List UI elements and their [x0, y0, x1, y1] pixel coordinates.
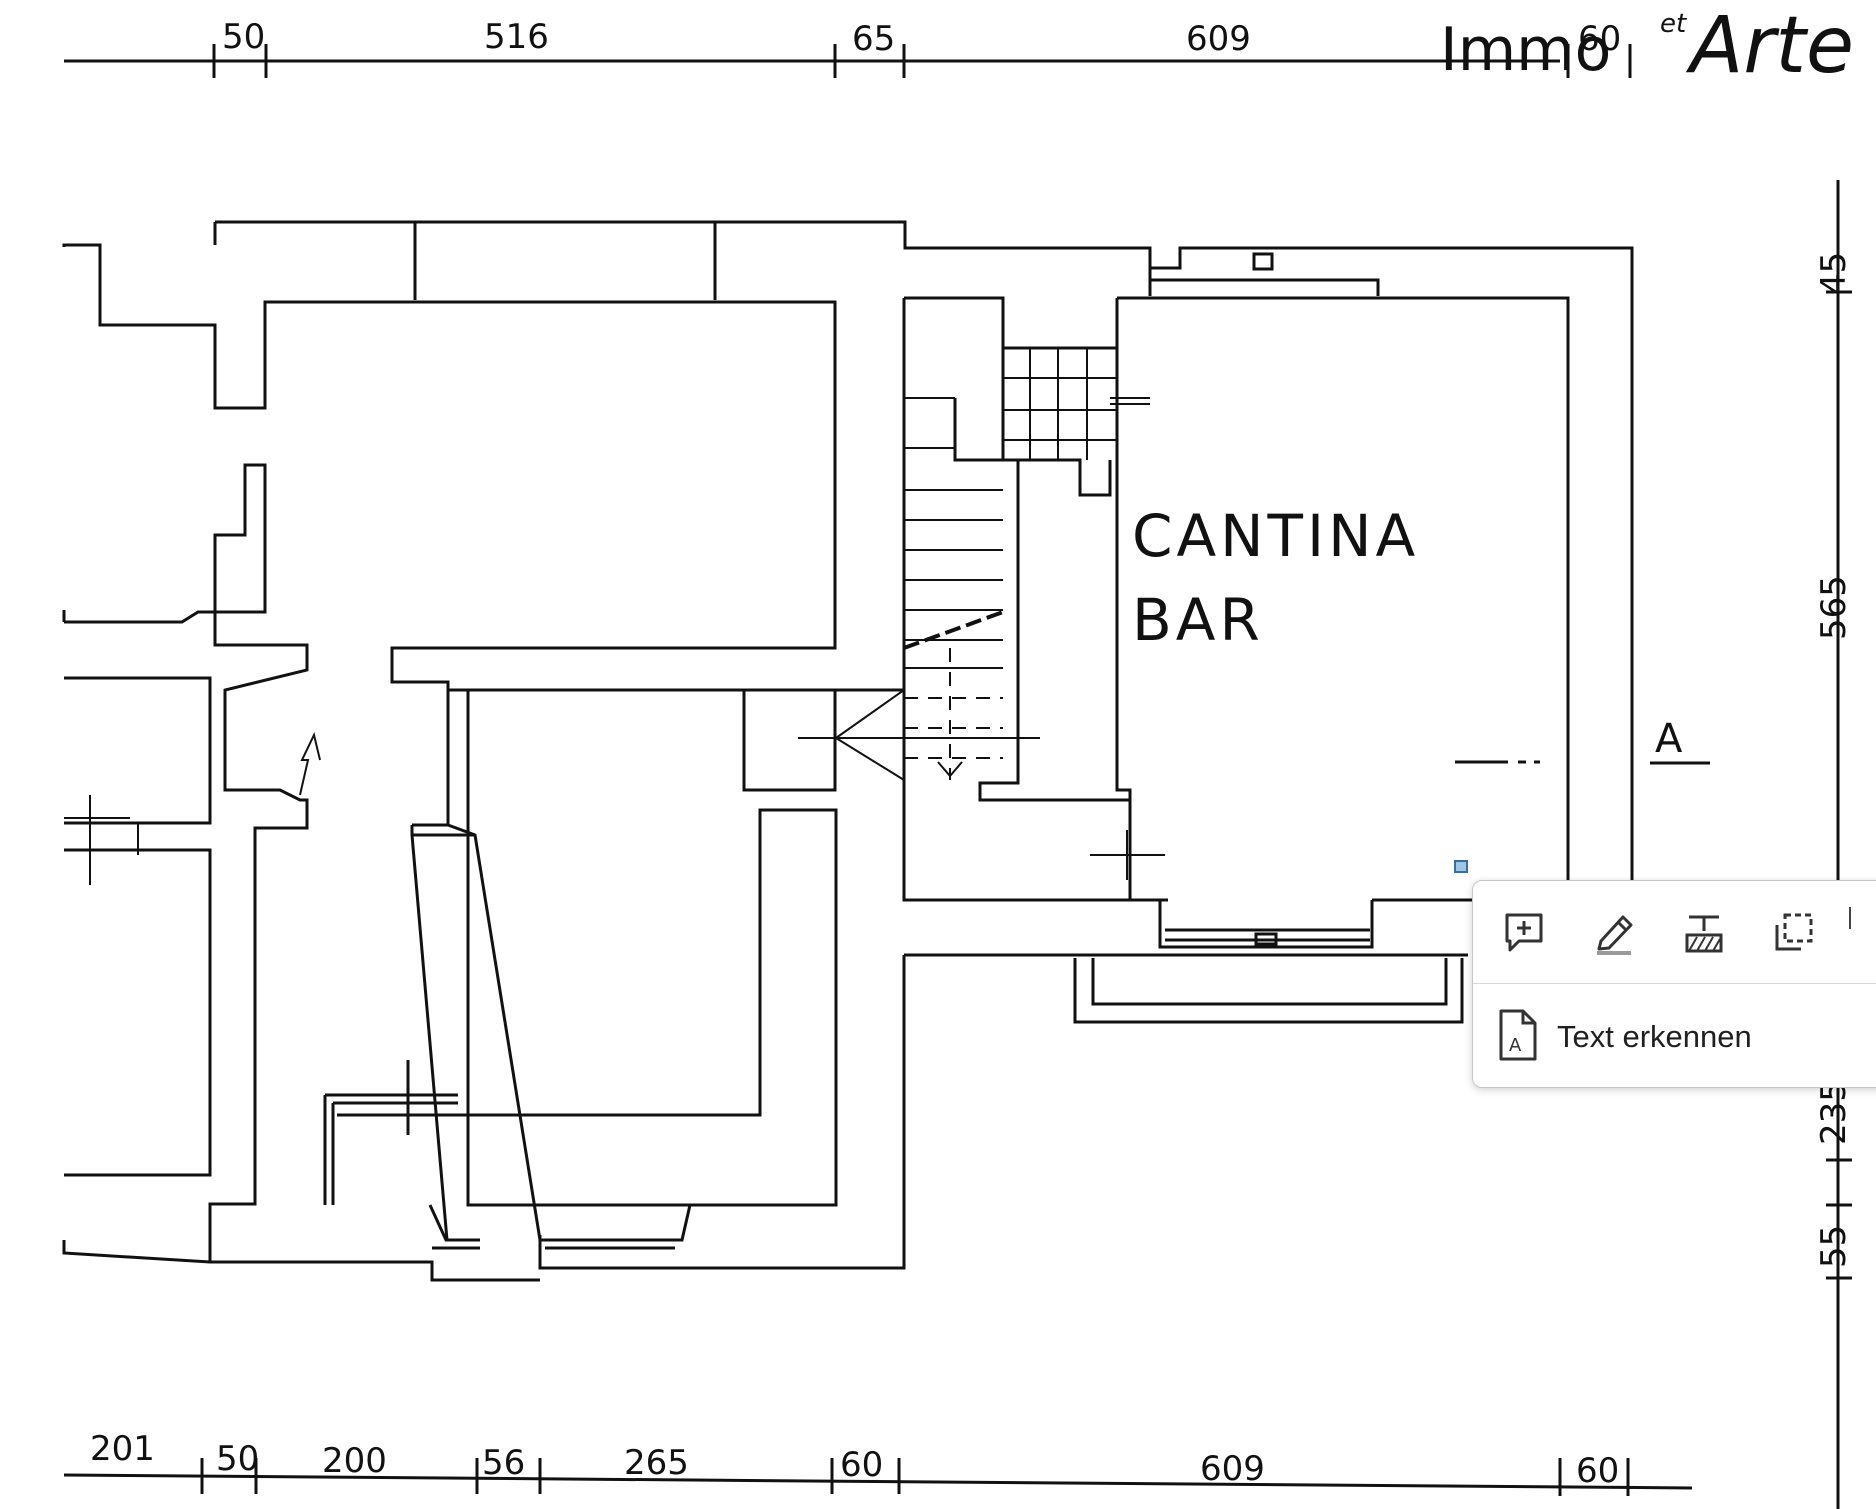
dim-top: 65: [852, 19, 895, 59]
text-recognition-item[interactable]: A Text erkennen: [1495, 1007, 1876, 1063]
dim-right: 565: [1814, 575, 1854, 640]
dim-top: 609: [1186, 19, 1251, 59]
dim-bottom: 56: [482, 1443, 525, 1483]
svg-text:A: A: [1509, 1035, 1522, 1056]
area-select-icon: [1775, 913, 1813, 951]
dim-bottom: 60: [840, 1445, 883, 1485]
dim-bottom: 265: [624, 1443, 689, 1483]
dim-top: 516: [484, 17, 549, 57]
dim-bottom: 60: [1576, 1451, 1619, 1491]
highlight-pen-icon: [1597, 915, 1633, 955]
dim-right: 45: [1814, 252, 1854, 295]
logo-watermark: Immo et Arte: [1440, 1, 1854, 91]
stairs: [64, 348, 1165, 885]
walls: [62, 220, 1634, 1282]
room-label-line1: CANTINA: [1132, 502, 1419, 570]
dim-bottom: 200: [322, 1441, 387, 1481]
dim-right: 55: [1814, 1225, 1854, 1268]
logo-immo: Immo: [1440, 15, 1611, 85]
add-comment-icon: [1505, 913, 1543, 952]
logo-et: et: [1660, 9, 1687, 39]
dim-right: 235: [1814, 1080, 1854, 1145]
dim-bottom: 609: [1200, 1449, 1265, 1489]
dim-bottom: 50: [216, 1439, 259, 1479]
room-label: CANTINA BAR: [1132, 502, 1419, 654]
pdf-context-popup: A Text erkennen: [1472, 880, 1876, 1088]
section-marker-label: A: [1655, 716, 1683, 762]
text-recognition-label: Text erkennen: [1557, 1019, 1752, 1054]
room-label-line2: BAR: [1132, 586, 1264, 654]
section-marker: A: [1455, 716, 1710, 765]
dim-top: 50: [222, 17, 265, 57]
dim-top: 60: [1578, 19, 1621, 59]
add-comment-button[interactable]: [1499, 907, 1549, 957]
dimension-labels: 50 516 65 609 60 201 50 200 56 265 60 60…: [90, 17, 1854, 1491]
dimension-lines: [63, 44, 1852, 1509]
toolbar-overflow-divider: [1849, 907, 1851, 929]
logo-arte: Arte: [1685, 1, 1854, 91]
area-select-button[interactable]: [1769, 907, 1819, 957]
document-text-icon: A: [1499, 1009, 1537, 1061]
dim-bottom: 201: [90, 1429, 155, 1469]
highlight-pen-button[interactable]: [1589, 907, 1639, 957]
popup-toolbar: [1473, 881, 1876, 984]
text-highlight-icon: [1685, 915, 1723, 953]
selection-handle[interactable]: [1454, 860, 1468, 873]
text-highlight-button[interactable]: [1679, 907, 1729, 957]
